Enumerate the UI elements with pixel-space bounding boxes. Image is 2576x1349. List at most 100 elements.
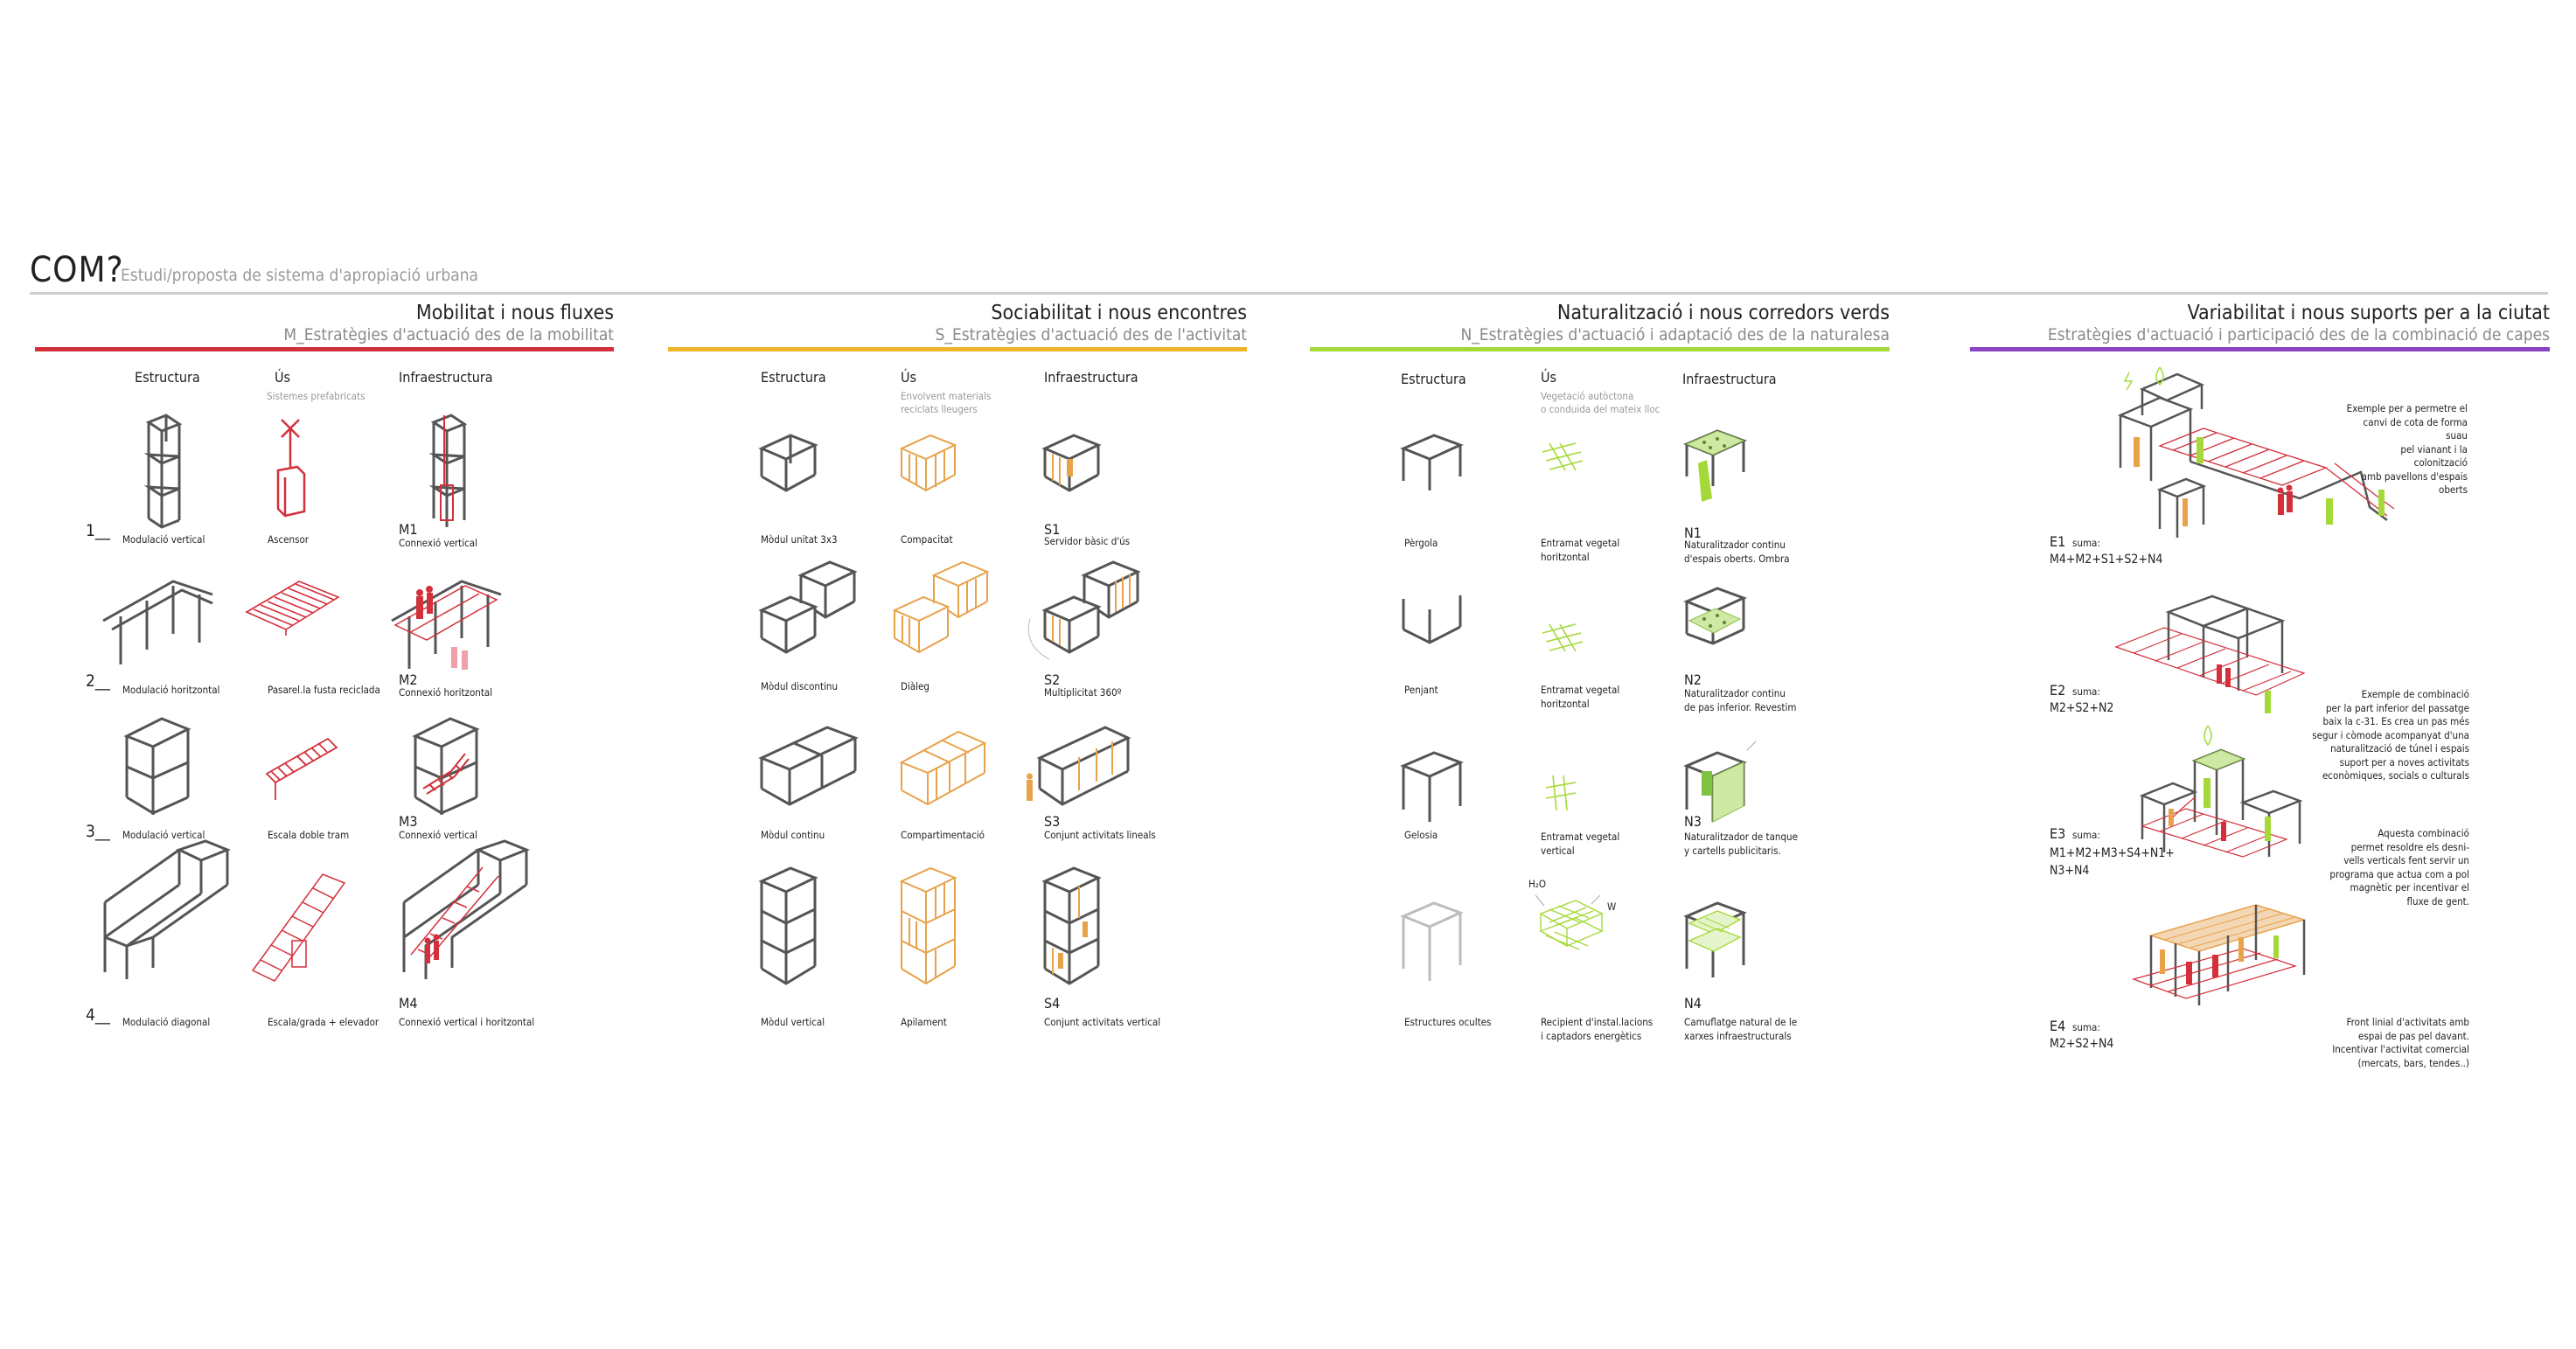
infra-camouflage-drawing bbox=[1683, 901, 1747, 977]
page-title: COM? bbox=[30, 250, 124, 290]
e3-description: Aquesta combinació permet resoldre els d… bbox=[2329, 827, 2469, 907]
compartment-use-drawing bbox=[899, 730, 987, 806]
dialog-use-drawing bbox=[892, 560, 990, 654]
use-caption: Ascensor bbox=[268, 533, 310, 546]
code-m2: M2 bbox=[399, 671, 418, 688]
infra-caption: Conjunt activitats lineals bbox=[1044, 829, 1156, 841]
stacking-use-drawing bbox=[899, 866, 957, 985]
code-s2: S2 bbox=[1044, 671, 1061, 688]
nature-title: Naturalització i nous corredors verds bbox=[1556, 302, 1890, 324]
mobility-bar bbox=[35, 347, 614, 351]
sociability-bar bbox=[668, 347, 1247, 351]
use-caption: Diàleg bbox=[901, 680, 929, 692]
page-subtitle: Estudi/proposta de sistema d'apropiació … bbox=[121, 266, 479, 285]
pergola-drawing bbox=[1400, 434, 1464, 490]
use-caption-1: Entramat vegetal bbox=[1541, 684, 1620, 696]
row-number-1: 1__ bbox=[86, 521, 110, 540]
code-s3: S3 bbox=[1044, 813, 1061, 830]
sociability-header-use: Ús bbox=[901, 369, 917, 386]
code-n2: N2 bbox=[1684, 671, 1702, 688]
sociability-subtitle: S_Estratègies d'actuació des de l'activi… bbox=[935, 325, 1247, 344]
sociability-use-note-2: reciclats lleugers bbox=[901, 403, 978, 415]
structure-caption: Modulació vertical bbox=[122, 829, 205, 841]
unit-module-drawing bbox=[758, 434, 818, 492]
e4-description: Front linial d'activitats amb espai de p… bbox=[2332, 1016, 2469, 1069]
use-caption: Escala doble tram bbox=[268, 829, 350, 841]
use-caption: Apilament bbox=[901, 1016, 947, 1028]
code-e2: E2 bbox=[2050, 682, 2066, 699]
structure-caption: Mòdul continu bbox=[761, 829, 825, 841]
e1-suma: suma: bbox=[2072, 537, 2100, 549]
vertical-activities-drawing bbox=[1041, 866, 1102, 985]
variability-bar bbox=[1970, 347, 2550, 351]
header-divider bbox=[30, 292, 2548, 295]
energy-label: W bbox=[1607, 900, 1617, 913]
sociability-use-note-1: Envolvent materials bbox=[901, 390, 992, 402]
code-e1: E1 bbox=[2050, 533, 2066, 550]
variability-subtitle: Estratègies d'actuació i participació de… bbox=[2047, 325, 2550, 344]
mobility-header-structure: Estructura bbox=[135, 369, 200, 386]
nature-bar bbox=[1310, 347, 1890, 351]
vertical-horizontal-connection-drawing bbox=[402, 839, 531, 979]
use-caption: Pasarel.la fusta reciclada bbox=[268, 684, 380, 696]
mobility-title: Mobilitat i nous fluxes bbox=[415, 302, 614, 324]
infra-caption-1: Camuflatge natural de le bbox=[1684, 1016, 1798, 1028]
multiplicity-drawing bbox=[1027, 560, 1141, 660]
infra-caption: Multiplicitat 360º bbox=[1044, 686, 1122, 699]
code-n3: N3 bbox=[1684, 813, 1702, 830]
e2-suma: suma: bbox=[2072, 685, 2100, 698]
infra-caption: Conjunt activitats vertical bbox=[1044, 1016, 1161, 1028]
lower-passage-naturalizer-drawing bbox=[1683, 587, 1747, 645]
structure-caption: Mòdul discontinu bbox=[761, 680, 839, 692]
nature-header-use: Ús bbox=[1541, 369, 1557, 386]
nature-header-structure: Estructura bbox=[1401, 371, 1466, 387]
hidden-structure-drawing bbox=[1400, 901, 1464, 981]
infra-caption: Connexió horitzontal bbox=[399, 686, 493, 699]
hanging-structure-drawing bbox=[1402, 595, 1462, 644]
structure-caption: Mòdul vertical bbox=[761, 1016, 825, 1028]
use-caption-2: i captadors energètics bbox=[1541, 1030, 1642, 1042]
elevator-drawing bbox=[276, 419, 306, 518]
horizontal-connection-drawing bbox=[391, 580, 502, 670]
code-m3: M3 bbox=[399, 813, 418, 830]
nature-use-note-2: o conduida del mateix lloc bbox=[1541, 403, 1660, 415]
e1-combination-drawing bbox=[2117, 366, 2395, 538]
fence-naturalizer-drawing bbox=[1683, 741, 1757, 823]
e1-description: Exemple per a permetre el canvi de cota … bbox=[2346, 402, 2468, 496]
structure-caption: Mòdul unitat 3x3 bbox=[761, 533, 838, 546]
vertical-module-drawing bbox=[123, 717, 191, 815]
vertical-module-drawing bbox=[758, 866, 818, 985]
infra-caption-1: Naturalitzador continu bbox=[1684, 687, 1786, 699]
mobility-header-infra: Infraestructura bbox=[399, 369, 493, 386]
structure-caption: Gelosia bbox=[1404, 829, 1438, 841]
infra-caption-1: Naturalitzador continu bbox=[1684, 539, 1786, 551]
structure-caption: Modulació horitzontal bbox=[122, 684, 220, 696]
e2-description: Exemple de combinació per la part inferi… bbox=[2312, 688, 2469, 782]
code-s1: S1 bbox=[1044, 521, 1061, 538]
structure-caption: Pèrgola bbox=[1404, 537, 1438, 549]
use-caption: Compacitat bbox=[901, 533, 953, 546]
structure-caption: Penjant bbox=[1404, 684, 1438, 696]
code-m1: M1 bbox=[399, 521, 418, 538]
basic-server-drawing bbox=[1041, 434, 1102, 492]
mobility-header-use: Ús bbox=[275, 369, 291, 386]
open-space-naturalizer-drawing bbox=[1683, 429, 1747, 502]
e1-formula: M4+M2+S1+S2+N4 bbox=[2050, 553, 2163, 567]
use-caption-1: Entramat vegetal bbox=[1541, 537, 1620, 549]
mobility-use-note: Sistemes prefabricats bbox=[267, 390, 366, 402]
mobility-subtitle: M_Estratègies d'actuació des de la mobil… bbox=[283, 325, 614, 344]
code-m4: M4 bbox=[399, 995, 418, 1012]
use-caption-1: Entramat vegetal bbox=[1541, 831, 1620, 843]
e4-combination-drawing bbox=[2132, 904, 2307, 1005]
variability-title: Variabilitat i nous suports per a la ciu… bbox=[2187, 302, 2550, 324]
sociability-title: Sociabilitat i nous encontres bbox=[991, 302, 1247, 324]
horizontal-module-drawing bbox=[102, 580, 213, 664]
infra-caption-2: xarxes infraestructurals bbox=[1684, 1030, 1792, 1042]
e3-formula-2: N3+N4 bbox=[2050, 864, 2090, 878]
vertical-connection-drawing bbox=[428, 414, 468, 527]
lattice-structure-drawing bbox=[1400, 751, 1464, 822]
code-n4: N4 bbox=[1684, 995, 1702, 1012]
discontinuous-module-drawing bbox=[758, 560, 858, 654]
use-caption-2: horitzontal bbox=[1541, 698, 1590, 710]
linear-activities-drawing bbox=[1027, 726, 1131, 806]
